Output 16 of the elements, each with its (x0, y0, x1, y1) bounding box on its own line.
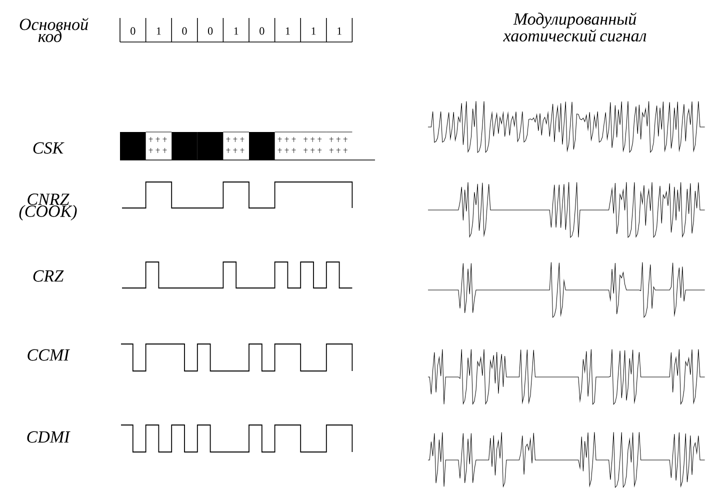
row-label: CSK (33, 142, 64, 154)
bit-digit: 1 (156, 27, 161, 35)
row-label: Основной код (20, 18, 88, 42)
row-label: CNRZ (COOK) (19, 194, 77, 220)
bit-digit: 0 (208, 27, 213, 35)
bit-digit: 1 (312, 27, 316, 35)
column-header: Модулированный хаотический сигнал (503, 12, 646, 42)
bit-digit: 1 (234, 27, 238, 35)
bit-digit: 0 (182, 27, 187, 35)
bit-digit: 1 (338, 27, 342, 35)
row-label: CDMI (27, 431, 70, 443)
bit-digit: 0 (260, 27, 264, 35)
row-label: CRZ (33, 270, 64, 282)
row-label: CCMI (28, 349, 70, 361)
bit-digit: 0 (130, 27, 136, 35)
bit-digit: 1 (286, 27, 290, 35)
